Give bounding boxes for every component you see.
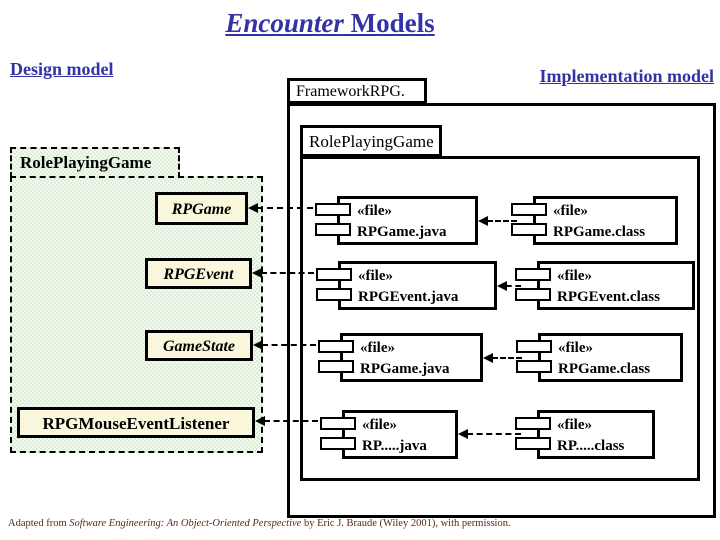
dependency-arrow [467,433,521,435]
component-port-icon [516,340,552,353]
dependency-arrowhead-icon [252,268,262,278]
dependency-arrowhead-icon [255,416,265,426]
component-port-icon [318,340,354,353]
dependency-arrowhead-icon [483,353,493,363]
component-port-icon [516,360,552,373]
title-italic-part: Encounter [225,8,344,38]
component-port-icon [511,203,547,216]
component-port-icon [515,417,551,430]
caption-suffix: by Eric J. Braude (Wiley 2001), with per… [301,518,511,529]
dependency-arrow [257,207,313,209]
file-name: RPGame.class [558,361,651,377]
component-rpgame-java: «file» RPGame.java [315,196,478,245]
dependency-arrowhead-icon [253,340,263,350]
design-class-rpgevent: RPGEvent [145,258,252,289]
credit-caption: Adapted from Software Engineering: An Ob… [8,518,511,529]
design-model-label: Design model [10,59,114,79]
dependency-arrowhead-icon [478,216,488,226]
file-name: RPGame.class [553,224,646,240]
caption-prefix: Adapted from [8,518,70,529]
component-port-icon [316,268,352,281]
stereotype-label: «file» [557,417,592,433]
title-rest: Models [343,8,435,38]
file-name: RP.....class [557,438,625,454]
caption-book-title: Software Engineering: An Object-Oriented… [69,518,302,529]
design-roleplayinggame-package-tab: RolePlayingGame [10,147,180,178]
file-name: RPGEvent.class [557,289,660,305]
stereotype-label: «file» [357,203,392,219]
file-name: RPGame.java [357,224,447,240]
inner-roleplayinggame-package-tab: RolePlayingGame [300,125,442,157]
component-rpgame-class: «file» RPGame.class [511,196,678,245]
implementation-model-label: Implementation model [539,66,715,86]
component-port-icon [515,288,551,301]
component-rpgevent-class: «file» RPGEvent.class [515,261,695,310]
component-port-icon [316,288,352,301]
stereotype-label: «file» [558,340,593,356]
component-port-icon [320,417,356,430]
dependency-arrow [261,272,314,274]
component-port-icon [315,223,351,236]
stereotype-label: «file» [358,268,393,284]
stereotype-label: «file» [557,268,592,284]
stereotype-label: «file» [360,340,395,356]
component-rpgevent-java: «file» RPGEvent.java [316,261,497,310]
component-port-icon [511,223,547,236]
component-rpgame2-java: «file» RPGame.java [318,333,483,382]
dependency-arrow [262,344,316,346]
dependency-arrow [492,357,522,359]
dependency-arrowhead-icon [248,203,258,213]
stereotype-label: «file» [362,417,397,433]
file-name: RP.....java [362,438,427,454]
component-rp-java: «file» RP.....java [320,410,458,459]
dependency-arrow [506,285,521,287]
framework-package-tab: FrameworkRPG. [287,78,427,104]
file-name: RPGame.java [360,361,450,377]
component-port-icon [515,268,551,281]
component-port-icon [515,437,551,450]
dependency-arrowhead-icon [497,281,507,291]
design-class-rpgame: RPGame [155,192,248,225]
component-rpgame2-class: «file» RPGame.class [516,333,683,382]
file-name: RPGEvent.java [358,289,459,305]
dependency-arrowhead-icon [458,429,468,439]
stereotype-label: «file» [553,203,588,219]
design-class-rpgmouseeventlistener: RPGMouseEventListener [17,407,255,438]
component-rp-class: «file» RP.....class [515,410,655,459]
component-port-icon [318,360,354,373]
page-title: Encounter Models [150,8,510,39]
design-class-gamestate: GameState [145,330,253,361]
dependency-arrow [487,220,517,222]
component-port-icon [315,203,351,216]
component-port-icon [320,437,356,450]
dependency-arrow [264,420,318,422]
